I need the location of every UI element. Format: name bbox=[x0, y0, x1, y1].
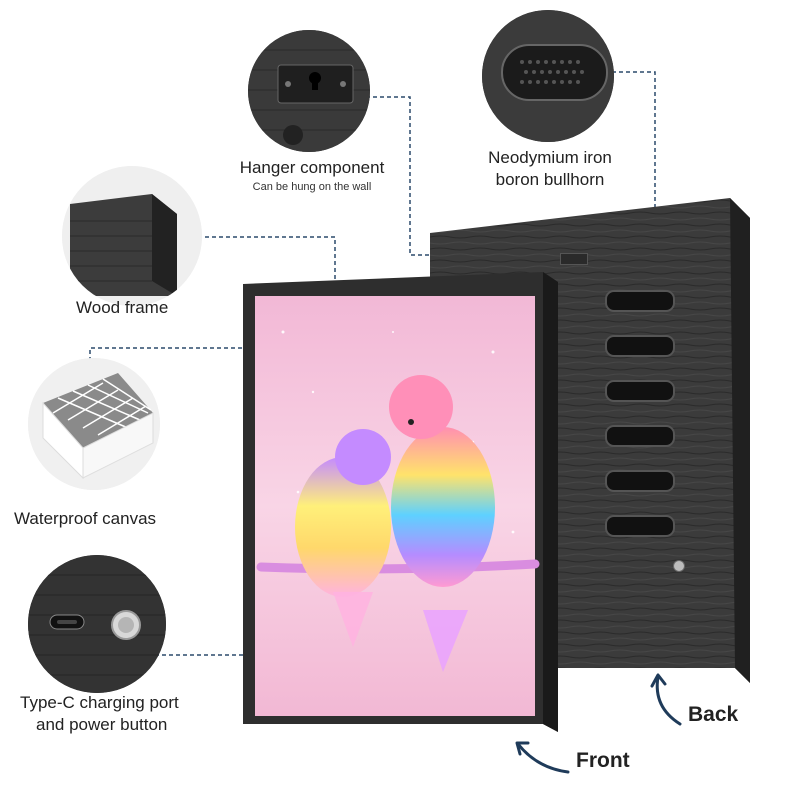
curved-arrow-icon bbox=[515, 741, 570, 774]
back-hanger bbox=[560, 253, 588, 265]
speaker-title-line2: boron bullhorn bbox=[495, 170, 605, 189]
port-detail-circle bbox=[28, 555, 166, 693]
canvas-detail-circle bbox=[28, 358, 160, 490]
speaker-slot bbox=[605, 515, 675, 537]
speaker-slot bbox=[605, 335, 675, 357]
wood-title: Wood frame bbox=[76, 298, 169, 317]
speaker-title-line1: Neodymium iron bbox=[488, 148, 612, 167]
port-title-line2: and power button bbox=[36, 715, 168, 734]
power-button-icon bbox=[111, 610, 141, 640]
wood-corner-icon bbox=[70, 194, 177, 296]
front-label: Front bbox=[576, 749, 630, 772]
front-panel bbox=[243, 272, 563, 732]
hanger-detail-circle bbox=[248, 30, 370, 152]
power-button-back[interactable] bbox=[673, 560, 685, 572]
speaker-slot bbox=[605, 290, 675, 312]
speaker-slot bbox=[605, 425, 675, 447]
canvas-corner-icon bbox=[42, 373, 154, 480]
hanger-subtitle: Can be hung on the wall bbox=[252, 181, 372, 193]
wood-detail-circle bbox=[62, 166, 202, 306]
speaker-grille-icon bbox=[520, 60, 584, 84]
speaker-slot bbox=[605, 380, 675, 402]
hanger-icon bbox=[309, 72, 321, 90]
hanger-title: Hanger component bbox=[239, 158, 385, 177]
curved-arrow-icon bbox=[650, 673, 682, 726]
speaker-slot bbox=[605, 470, 675, 492]
canvas-title: Waterproof canvas bbox=[14, 509, 157, 528]
usb-c-port-icon bbox=[49, 614, 85, 630]
speaker-detail-circle bbox=[482, 10, 614, 142]
port-title-line1: Type-C charging port bbox=[20, 693, 179, 712]
back-label: Back bbox=[688, 703, 739, 726]
